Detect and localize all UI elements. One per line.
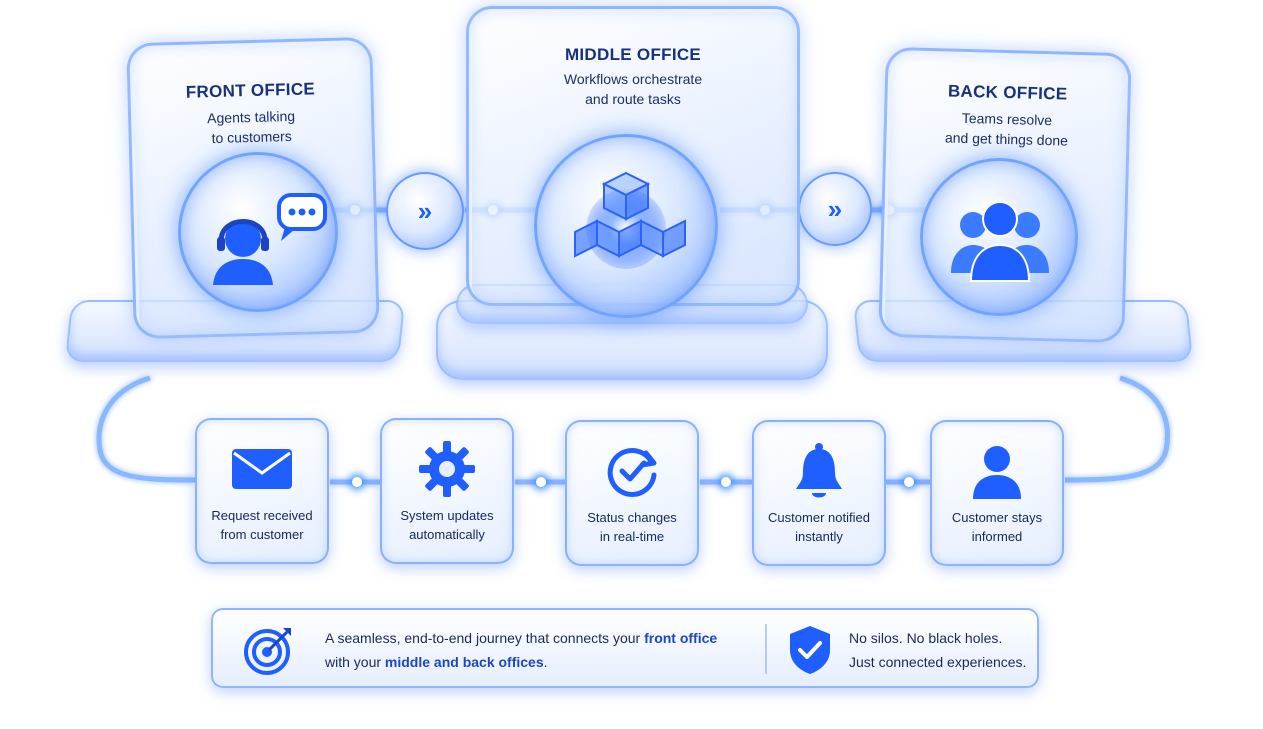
step-card-customer-notified: Customer notified instantly <box>752 420 886 566</box>
step-label-line1: Request received <box>211 508 313 523</box>
team-group-icon <box>951 201 1049 282</box>
summary-banner: A seamless, end-to-end journey that conn… <box>211 608 1039 688</box>
back-office-title: BACK OFFICE <box>947 81 1068 104</box>
step-label-line1: Customer stays <box>951 510 1043 525</box>
step-label-line1: Status changes <box>587 510 677 525</box>
banner-left-line2-suffix: . <box>543 654 548 670</box>
banner-right-line1: No silos. No black holes. <box>849 630 1003 646</box>
banner-highlight-front-office: front office <box>644 630 718 646</box>
step-card-system-updates: System updates automatically <box>380 418 514 564</box>
glow-node <box>904 477 914 487</box>
glow-node <box>536 477 546 487</box>
step-label-line2: in real-time <box>599 529 665 544</box>
step-label-line2: automatically <box>409 527 485 542</box>
chevron-right-double-icon: » <box>798 172 872 246</box>
bell-icon <box>796 443 842 498</box>
refresh-check-icon <box>607 448 657 497</box>
step-card-request-received: Request received from customer <box>195 418 329 564</box>
shield-check-icon <box>790 626 830 674</box>
middle-office-orb <box>534 134 718 318</box>
step-card-status-changes: Status changes in real-time <box>565 420 699 566</box>
banner-right-line2: Just connected experiences. <box>849 654 1027 670</box>
target-icon <box>244 628 291 675</box>
connector-right-loop <box>1064 375 1170 483</box>
step-label-line2: from customer <box>220 527 304 542</box>
middle-office-subtitle-line1: Workflows orchestrate <box>563 71 703 87</box>
banner-left-line2-prefix: with your <box>325 654 385 670</box>
middle-office-subtitle-line2: and route tasks <box>585 91 681 107</box>
banner-divider <box>765 624 767 674</box>
step-label-line2: instantly <box>795 529 843 544</box>
middle-office-title: MIDDLE OFFICE <box>564 45 702 64</box>
glow-node <box>352 477 362 487</box>
banner-left-line2: with your middle and back offices. <box>325 650 755 674</box>
stacked-cubes-icon <box>574 171 686 269</box>
banner-left-line1-prefix: A seamless, end-to-end journey that conn… <box>325 630 645 646</box>
step-label-line1: System updates <box>400 508 494 523</box>
envelope-icon <box>232 449 292 489</box>
banner-highlight-middle-back-offices: middle and back offices <box>384 654 544 670</box>
back-office-orb <box>920 158 1078 316</box>
step-card-customer-informed: Customer stays informed <box>930 420 1064 566</box>
step-label-line2: informed <box>971 529 1023 544</box>
front-office-title: FRONT OFFICE <box>185 79 316 102</box>
step-label-line1: Customer notified <box>768 510 870 525</box>
front-office-orb <box>178 152 338 312</box>
headset-agent-chat-icon <box>213 193 327 285</box>
chevron-right-double-icon: » <box>386 172 464 250</box>
connector-left-loop <box>96 375 196 483</box>
gear-icon <box>419 441 475 497</box>
banner-left-line1: A seamless, end-to-end journey that conn… <box>325 626 755 650</box>
user-icon <box>973 446 1021 499</box>
glow-node <box>721 477 731 487</box>
